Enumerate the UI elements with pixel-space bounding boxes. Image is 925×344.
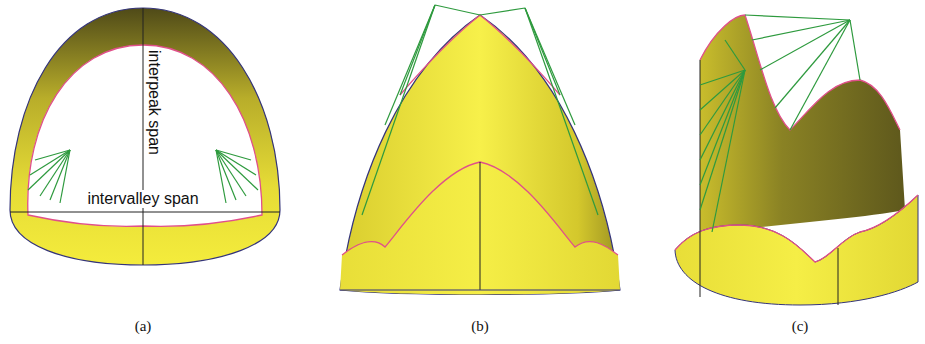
panel-label: (c) (792, 318, 809, 335)
span-label: interpeak span (145, 50, 163, 155)
span-label: intervalley span (85, 190, 200, 208)
panel-label: (b) (471, 318, 489, 335)
panel-label: (a) (135, 318, 152, 335)
